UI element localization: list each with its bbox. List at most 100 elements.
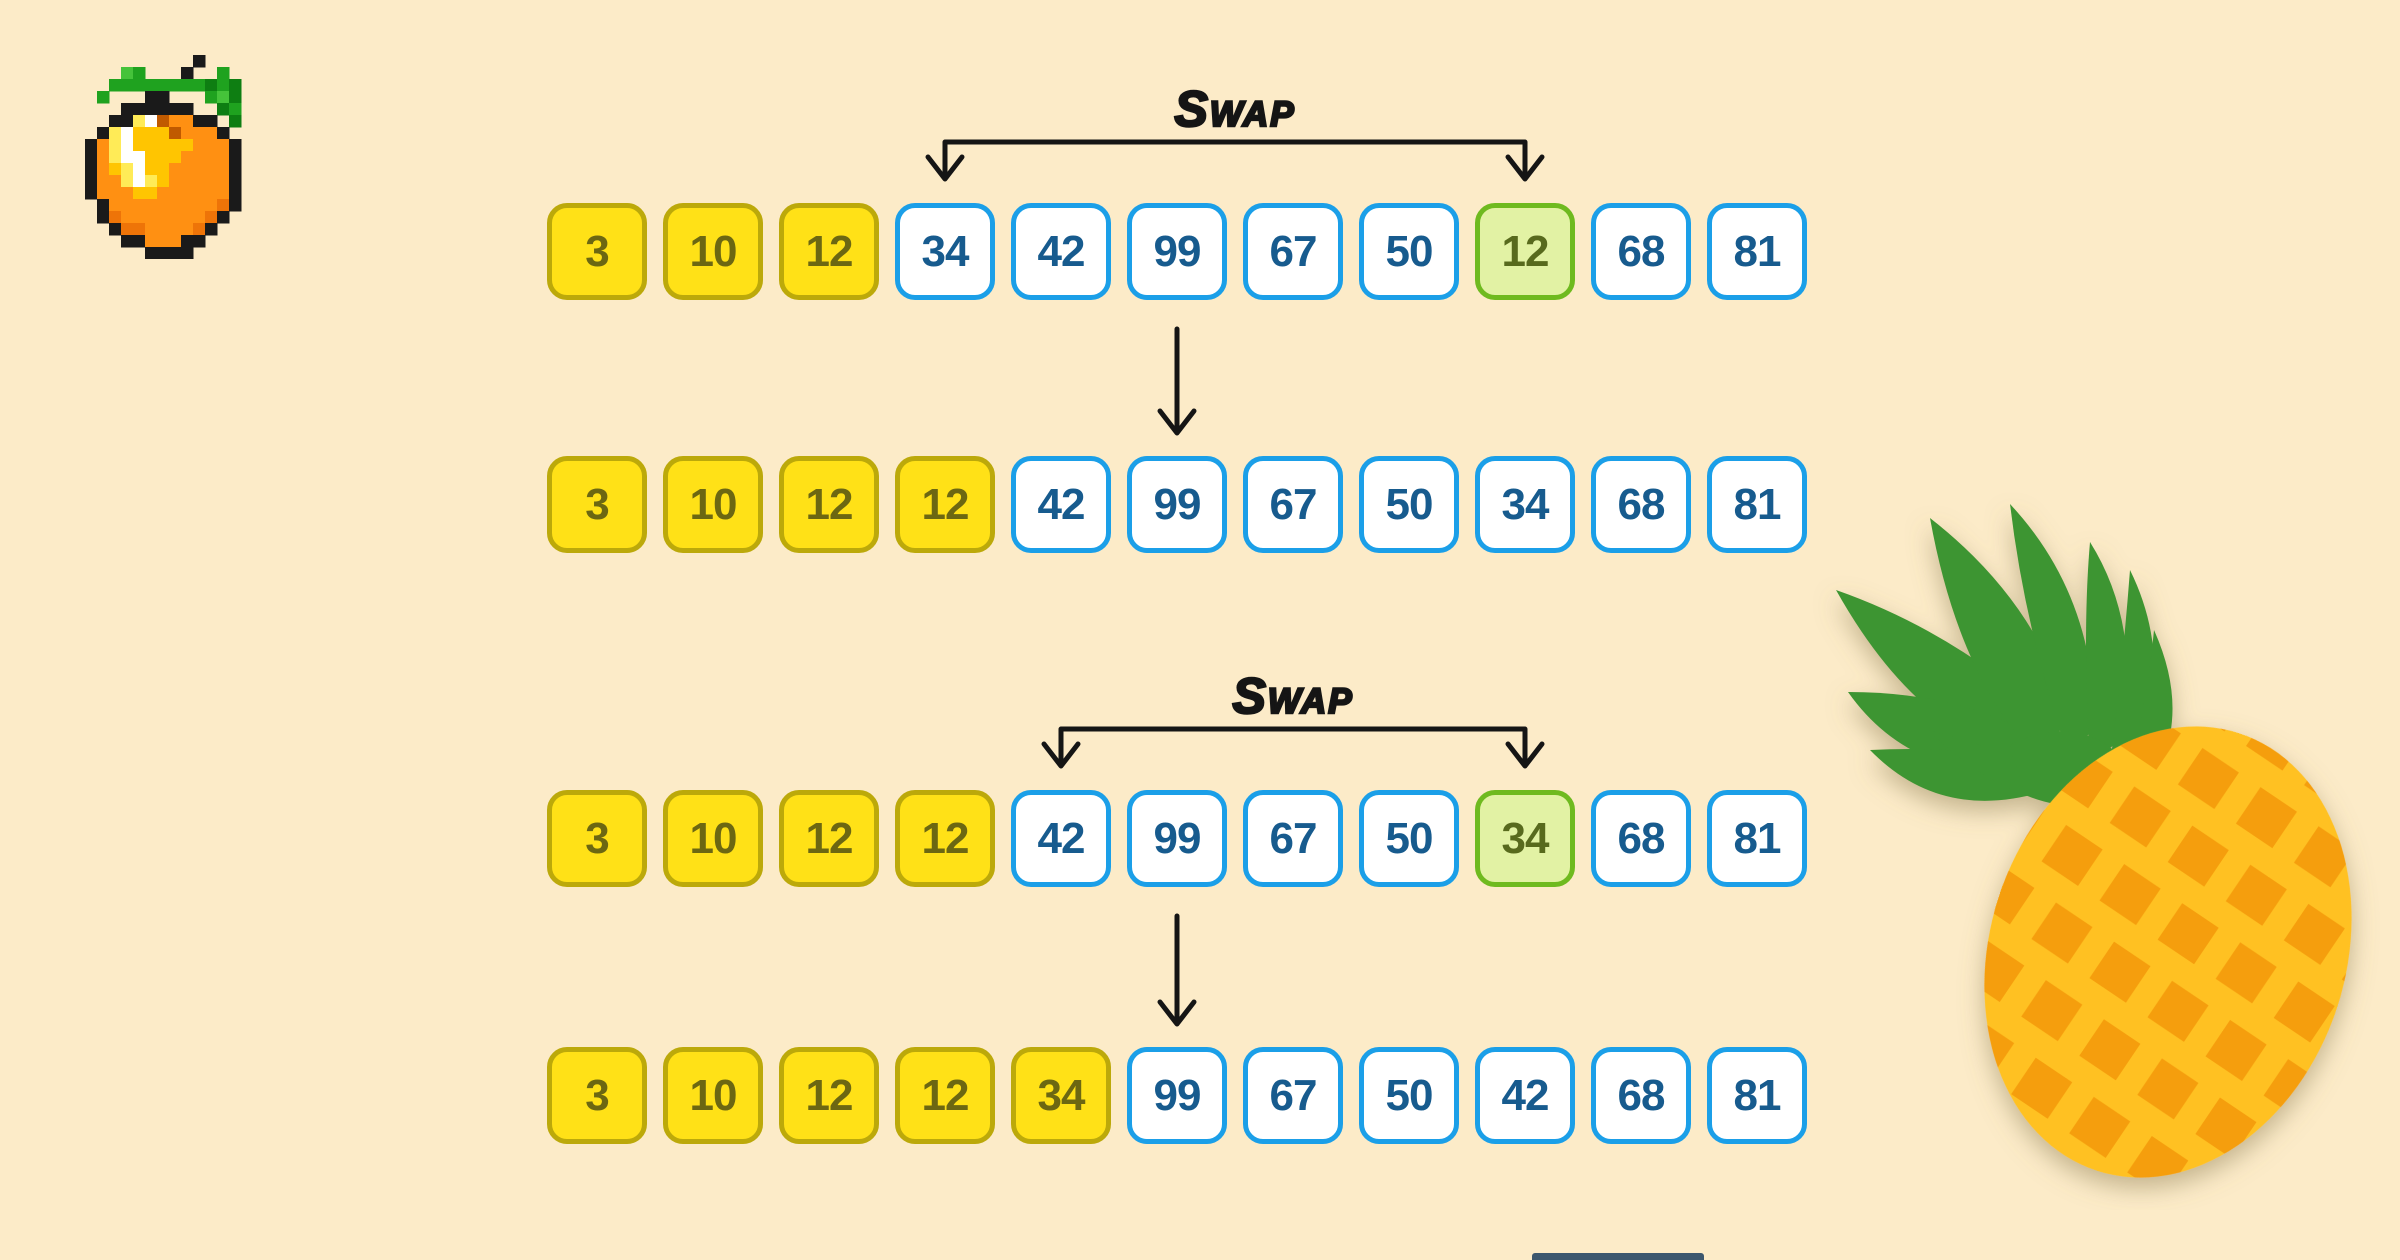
array-value: 12	[805, 1070, 854, 1120]
array-value: 50	[1385, 1070, 1434, 1120]
array-value: 12	[1501, 226, 1550, 276]
array-box: 10	[663, 456, 763, 553]
array-box: 67	[1243, 1047, 1343, 1144]
swap-label: Swap	[1231, 668, 1354, 724]
array-box: 42	[1011, 456, 1111, 553]
array-value: 68	[1617, 479, 1666, 529]
array-box: 67	[1243, 203, 1343, 300]
array-box: 68	[1591, 456, 1691, 553]
array-value: 99	[1153, 479, 1202, 529]
swap-arrowhead	[925, 154, 965, 182]
array-value: 34	[1037, 1070, 1086, 1120]
array-box: 99	[1127, 456, 1227, 553]
swap-arrowhead	[1505, 154, 1545, 182]
array-value: 50	[1385, 226, 1434, 276]
array-box: 12	[895, 456, 995, 553]
array-box: 12	[895, 1047, 995, 1144]
array-value: 42	[1037, 479, 1086, 529]
array-box: 3	[547, 456, 647, 553]
array-value: 10	[689, 226, 738, 276]
array-box: 67	[1243, 456, 1343, 553]
array-box: 12	[779, 1047, 879, 1144]
array-box: 81	[1707, 456, 1807, 553]
array-box: 67	[1243, 790, 1343, 887]
array-value: 68	[1617, 226, 1666, 276]
array-value: 12	[805, 226, 854, 276]
array-value: 50	[1385, 813, 1434, 863]
array-value: 34	[1501, 479, 1550, 529]
pineapple-illustration	[1836, 504, 2352, 1178]
array-box: 68	[1591, 1047, 1691, 1144]
pineapple-body	[1984, 726, 2352, 1178]
array-box: 50	[1359, 456, 1459, 553]
swap-arrowhead	[1041, 741, 1081, 769]
array-value: 68	[1617, 813, 1666, 863]
array-box: 3	[547, 203, 647, 300]
swap-label: Swap	[1173, 81, 1296, 137]
array-value: 12	[805, 479, 854, 529]
array-value: 99	[1153, 813, 1202, 863]
array-value: 12	[921, 479, 970, 529]
array-value: 81	[1733, 813, 1782, 863]
array-box: 34	[1011, 1047, 1111, 1144]
swap-bracket	[942, 139, 1528, 176]
array-value: 3	[585, 479, 610, 529]
array-value: 10	[689, 1070, 738, 1120]
array-box: 99	[1127, 790, 1227, 887]
array-box: 81	[1707, 203, 1807, 300]
array-value: 12	[921, 813, 970, 863]
array-value: 67	[1269, 226, 1318, 276]
array-box: 42	[1011, 203, 1111, 300]
array-value: 42	[1501, 1070, 1550, 1120]
swap-bracket	[1058, 726, 1528, 763]
array-value: 81	[1733, 226, 1782, 276]
window-edge-artifact	[1532, 1253, 1704, 1260]
array-value: 34	[921, 226, 970, 276]
array-box: 34	[1475, 456, 1575, 553]
transition-arrowhead	[1157, 999, 1197, 1027]
array-value: 81	[1733, 1070, 1782, 1120]
array-box: 12	[779, 456, 879, 553]
array-value: 3	[585, 1070, 610, 1120]
array-value: 12	[921, 1070, 970, 1120]
array-box: 50	[1359, 1047, 1459, 1144]
array-box: 81	[1707, 790, 1807, 887]
array-box: 42	[1475, 1047, 1575, 1144]
array-value: 67	[1269, 813, 1318, 863]
pixel-orange-icon	[85, 55, 242, 259]
array-value: 34	[1501, 813, 1550, 863]
array-box: 12	[779, 790, 879, 887]
transition-arrowhead	[1157, 408, 1197, 436]
array-box: 10	[663, 1047, 763, 1144]
array-value: 99	[1153, 226, 1202, 276]
array-box: 34	[895, 203, 995, 300]
array-value: 42	[1037, 813, 1086, 863]
array-box: 10	[663, 203, 763, 300]
array-value: 12	[805, 813, 854, 863]
array-box: 12	[779, 203, 879, 300]
array-value: 3	[585, 226, 610, 276]
array-box: 12	[1475, 203, 1575, 300]
array-box: 3	[547, 1047, 647, 1144]
array-value: 68	[1617, 1070, 1666, 1120]
array-box: 68	[1591, 203, 1691, 300]
array-box: 99	[1127, 203, 1227, 300]
array-box: 50	[1359, 203, 1459, 300]
array-value: 42	[1037, 226, 1086, 276]
array-value: 67	[1269, 479, 1318, 529]
array-box: 42	[1011, 790, 1111, 887]
array-box: 99	[1127, 1047, 1227, 1144]
array-value: 3	[585, 813, 610, 863]
swap-arrowhead	[1505, 741, 1545, 769]
array-value: 10	[689, 813, 738, 863]
array-value: 10	[689, 479, 738, 529]
array-box: 50	[1359, 790, 1459, 887]
array-box: 68	[1591, 790, 1691, 887]
array-box: 34	[1475, 790, 1575, 887]
array-value: 99	[1153, 1070, 1202, 1120]
array-value: 67	[1269, 1070, 1318, 1120]
array-box: 81	[1707, 1047, 1807, 1144]
array-value: 50	[1385, 479, 1434, 529]
array-value: 81	[1733, 479, 1782, 529]
